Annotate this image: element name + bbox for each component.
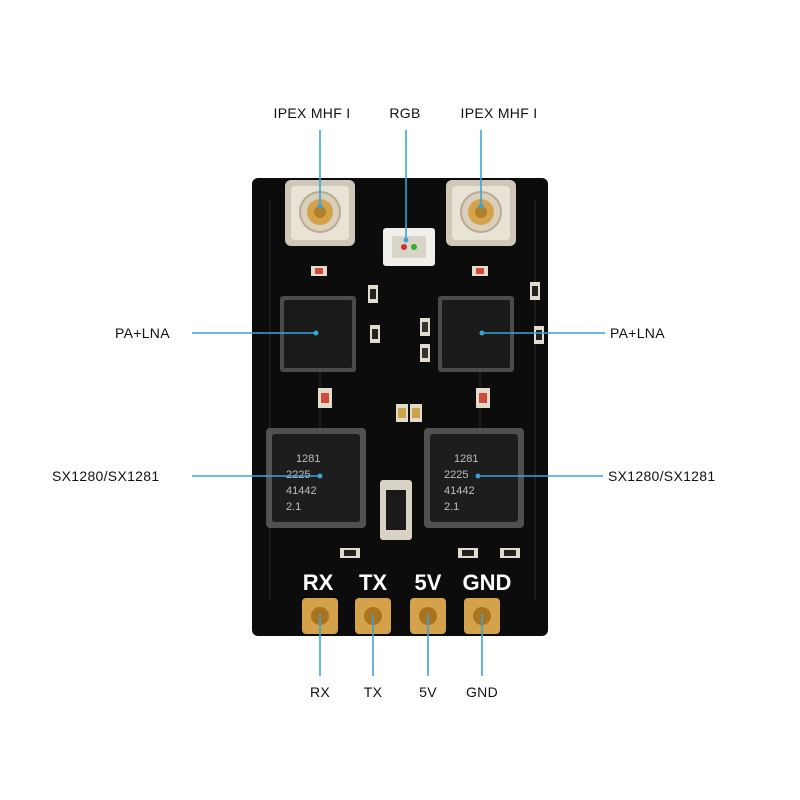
pa-lna-chip-right xyxy=(438,296,514,372)
sx-chip-left xyxy=(266,428,366,528)
silkscreen-gnd: GND xyxy=(463,570,512,595)
silkscreen-5v: 5V xyxy=(415,570,442,595)
label-sx-right: SX1280/SX1281 xyxy=(608,468,715,484)
chip-marking-right-4: 2.1 xyxy=(444,501,459,513)
chip-marking-right-1: 1281 xyxy=(454,453,478,465)
label-ipex-right: IPEX MHF I xyxy=(461,105,538,121)
chip-marking-left-3: 41442 xyxy=(286,485,317,497)
chip-marking-left-2: 2225 xyxy=(286,469,310,481)
silkscreen-rx: RX xyxy=(303,570,334,595)
label-rgb: RGB xyxy=(389,105,420,121)
label-rx: RX xyxy=(310,684,330,700)
crystal xyxy=(380,480,412,540)
silkscreen-tx: TX xyxy=(359,570,387,595)
chip-marking-left-4: 2.1 xyxy=(286,501,301,513)
label-5v: 5V xyxy=(419,684,437,700)
label-gnd: GND xyxy=(466,684,498,700)
chip-marking-left-1: 1281 xyxy=(296,453,320,465)
label-ipex-left: IPEX MHF I xyxy=(274,105,351,121)
chip-marking-right-3: 41442 xyxy=(444,485,475,497)
sx-chip-right xyxy=(424,428,524,528)
label-pa-lna-right: PA+LNA xyxy=(610,325,665,341)
label-tx: TX xyxy=(364,684,383,700)
rgb-led xyxy=(383,228,435,266)
label-sx-left: SX1280/SX1281 xyxy=(52,468,159,484)
chip-marking-right-2: 2225 xyxy=(444,469,468,481)
label-pa-lna-left: PA+LNA xyxy=(115,325,170,341)
